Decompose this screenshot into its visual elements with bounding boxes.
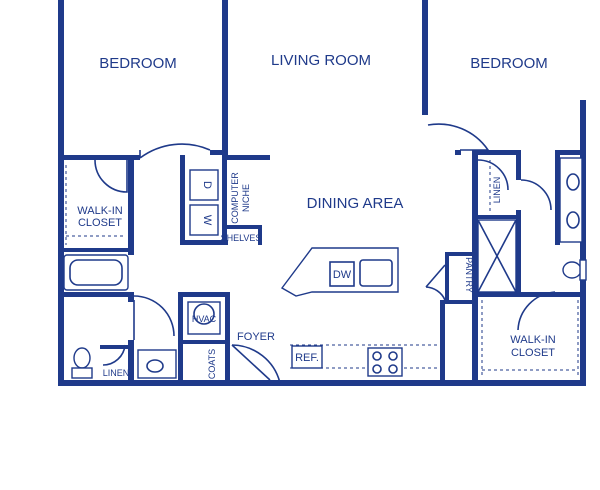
label-dryer: D bbox=[201, 181, 213, 189]
room-labels: BEDROOM LIVING ROOM BEDROOM DINING AREA … bbox=[77, 52, 555, 379]
label-living-room: LIVING ROOM bbox=[271, 52, 371, 69]
label-bedroom-left: BEDROOM bbox=[99, 55, 177, 72]
label-walkin-left-1: WALK-IN bbox=[77, 205, 122, 217]
label-refrigerator: REF. bbox=[295, 352, 319, 364]
kitchen-sink bbox=[359, 259, 393, 287]
label-linen-left: LINEN bbox=[103, 368, 130, 378]
bathtub bbox=[63, 254, 129, 291]
label-bedroom-right: BEDROOM bbox=[470, 55, 548, 72]
dryer bbox=[189, 169, 219, 201]
label-dining-area: DINING AREA bbox=[307, 195, 404, 212]
label-computer-niche-2: NICHE bbox=[241, 184, 251, 212]
label-walkin-left-2: CLOSET bbox=[78, 217, 122, 229]
label-walkin-right-2: CLOSET bbox=[511, 347, 555, 359]
label-dishwasher: DW bbox=[333, 269, 352, 281]
exterior-walls bbox=[58, 0, 586, 386]
refrigerator bbox=[291, 345, 323, 369]
label-walkin-right-1: WALK-IN bbox=[510, 334, 555, 346]
toilet-right bbox=[562, 261, 582, 279]
vanity-left bbox=[137, 349, 177, 379]
label-shelves: SHELVES bbox=[221, 233, 262, 243]
label-foyer: FOYER bbox=[237, 331, 275, 343]
door-swings bbox=[94, 123, 556, 384]
fixtures bbox=[63, 157, 587, 379]
label-linen-right: LINEN bbox=[492, 177, 502, 204]
hvac-unit bbox=[187, 301, 221, 335]
label-coats: COATS bbox=[207, 349, 217, 379]
vanity-right bbox=[559, 157, 583, 243]
label-computer-niche-1: COMPUTER bbox=[230, 172, 240, 224]
label-hvac: HVAC bbox=[192, 314, 217, 324]
label-pantry: PANTRY bbox=[464, 257, 474, 293]
range bbox=[367, 347, 403, 377]
washer bbox=[189, 204, 219, 236]
dishwasher bbox=[329, 261, 355, 287]
toilet-left bbox=[73, 347, 91, 369]
interior-walls bbox=[58, 150, 586, 386]
label-washer: W bbox=[201, 215, 213, 226]
